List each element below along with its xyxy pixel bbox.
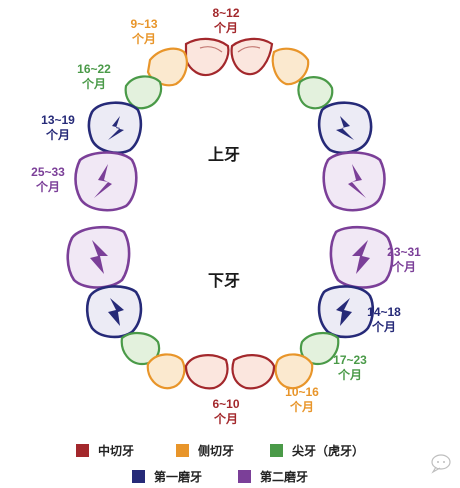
tooth-lower-lateral-right (274, 353, 314, 390)
tooth-lower-central-left (184, 354, 229, 390)
tooth-lower-lateral-left (146, 353, 186, 390)
legend-swatch-canine (270, 444, 283, 457)
svg-text:个月: 个月 (213, 20, 238, 35)
age-label-upper-lateral: 9~13 个月 (130, 17, 157, 46)
tooth-upper-canine-left (124, 75, 163, 110)
age-label-upper-first-molar: 13~19 个月 (41, 113, 75, 142)
tooth-upper-canine-right (297, 76, 334, 110)
tooth-upper-second-molar-left-mark (94, 164, 112, 198)
legend-swatch-first-molar (132, 470, 145, 483)
tooth-upper-central-right (230, 37, 274, 76)
legend: 中切牙 侧切牙 尖牙（虎牙） 第一磨牙 第二磨牙 (76, 443, 364, 484)
legend-swatch-central (76, 444, 89, 457)
tooth-lower-central-right (231, 354, 276, 390)
svg-text:14~18: 14~18 (367, 305, 401, 319)
upper-arch (74, 37, 386, 212)
age-label-lower-first-molar: 14~18 个月 (367, 305, 401, 334)
tooth-upper-first-molar-left (87, 101, 143, 154)
svg-text:8~12: 8~12 (212, 6, 239, 20)
legend-label-second-molar: 第二磨牙 (260, 469, 308, 484)
legend-item-central: 中切牙 (76, 443, 134, 458)
svg-text:10~16: 10~16 (285, 385, 319, 399)
svg-text:17~23: 17~23 (333, 353, 367, 367)
svg-text:25~33: 25~33 (31, 165, 65, 179)
svg-text:个月: 个月 (391, 259, 416, 274)
age-label-lower-central: 6~10 个月 (212, 397, 239, 426)
tooth-upper-central-left (184, 37, 230, 77)
tooth-lower-second-molar-right-mark (352, 240, 370, 274)
svg-text:9~13: 9~13 (130, 17, 157, 31)
legend-item-canine: 尖牙（虎牙） (270, 443, 364, 458)
tooth-upper-first-molar-right (317, 101, 373, 154)
tooth-lower-first-molar-right-mark (336, 298, 352, 326)
legend-swatch-second-molar (238, 470, 251, 483)
age-label-lower-second-molar: 23~31 个月 (387, 245, 421, 274)
svg-text:个月: 个月 (337, 367, 362, 382)
legend-label-central: 中切牙 (98, 443, 134, 458)
legend-label-lateral: 侧切牙 (198, 443, 234, 458)
legend-item-lateral: 侧切牙 (176, 443, 234, 458)
svg-text:个月: 个月 (289, 399, 314, 414)
upper-jaw-label: 上牙 (208, 145, 240, 164)
tooth-lower-first-molar-left-mark (108, 298, 124, 326)
svg-text:23~31: 23~31 (387, 245, 421, 259)
svg-text:6~10: 6~10 (212, 397, 239, 411)
tooth-upper-central-crease (199, 46, 261, 53)
lower-arch (66, 225, 394, 390)
svg-text:个月: 个月 (213, 411, 238, 426)
lower-jaw-label: 下牙 (208, 271, 240, 290)
svg-text:个月: 个月 (35, 179, 60, 194)
svg-text:13~19: 13~19 (41, 113, 75, 127)
svg-text:个月: 个月 (371, 319, 396, 334)
tooth-upper-lateral-right (271, 47, 310, 86)
chat-bubble-icon (431, 454, 451, 474)
legend-item-first-molar: 第一磨牙 (132, 469, 202, 484)
age-label-upper-central: 8~12 个月 (212, 6, 239, 35)
age-label-lower-lateral: 10~16 个月 (285, 385, 319, 414)
tooth-upper-first-molar-left-mark (108, 116, 124, 140)
svg-text:16~22: 16~22 (77, 62, 111, 76)
age-label-lower-canine: 17~23 个月 (333, 353, 367, 382)
svg-text:个月: 个月 (131, 31, 156, 46)
tooth-upper-second-molar-right-mark (348, 164, 366, 198)
legend-item-second-molar: 第二磨牙 (238, 469, 308, 484)
tooth-lower-second-molar-left-mark (90, 240, 108, 274)
svg-text:个月: 个月 (45, 127, 70, 142)
legend-label-first-molar: 第一磨牙 (154, 469, 202, 484)
age-label-upper-canine: 16~22 个月 (77, 62, 111, 91)
legend-label-canine: 尖牙（虎牙） (292, 443, 364, 458)
age-label-upper-second-molar: 25~33 个月 (31, 165, 65, 194)
legend-swatch-lateral (176, 444, 189, 457)
svg-text:个月: 个月 (81, 76, 106, 91)
